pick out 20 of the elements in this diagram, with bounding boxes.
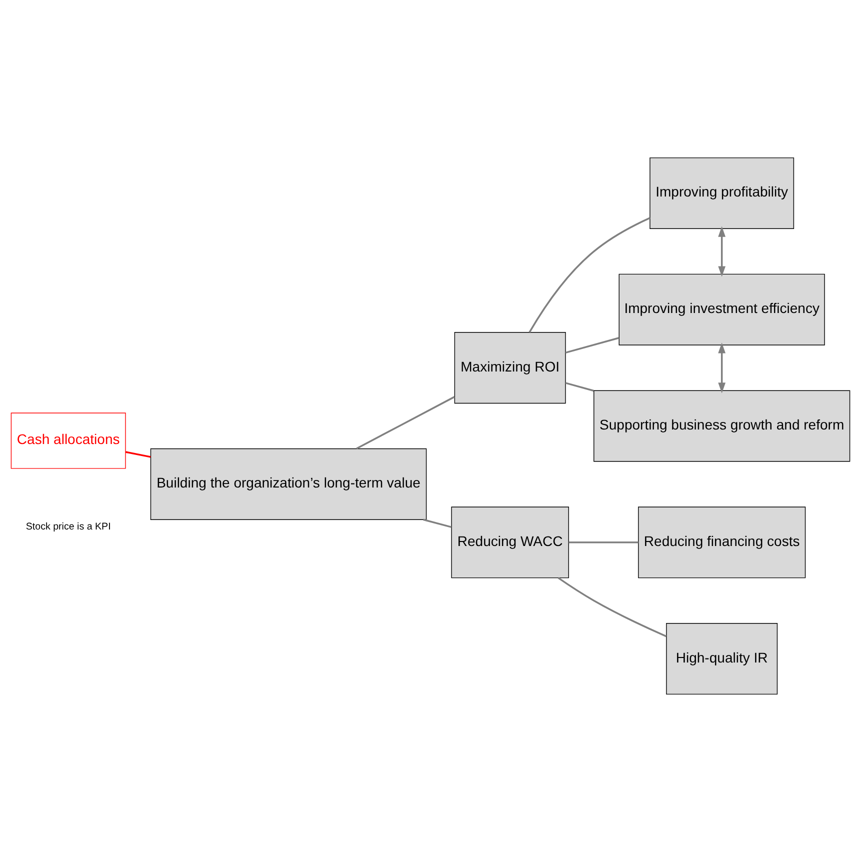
node-box: Maximizing ROI [454,332,566,404]
node-box: Reducing financing costs [638,506,806,578]
arrow [718,342,726,393]
node-box: High-quality IR [666,622,778,694]
arrow [718,226,726,276]
connector [528,216,650,332]
label: Stock price is a KPI [26,521,111,532]
connector [558,576,667,637]
node-box: Reducing WACC [451,506,569,578]
node-box: Improving investment efficiency [618,273,825,345]
node-box: Improving profitability [650,156,794,228]
connector [568,541,638,543]
connector [565,382,594,392]
node-box: Building the organization’s long-term value [150,448,427,520]
node-box: Cash allocations [10,412,126,468]
connector [356,396,455,449]
connector [565,336,620,354]
connector [126,450,151,458]
node-box: Supporting business growth and reform [594,390,850,462]
connector [423,518,452,528]
